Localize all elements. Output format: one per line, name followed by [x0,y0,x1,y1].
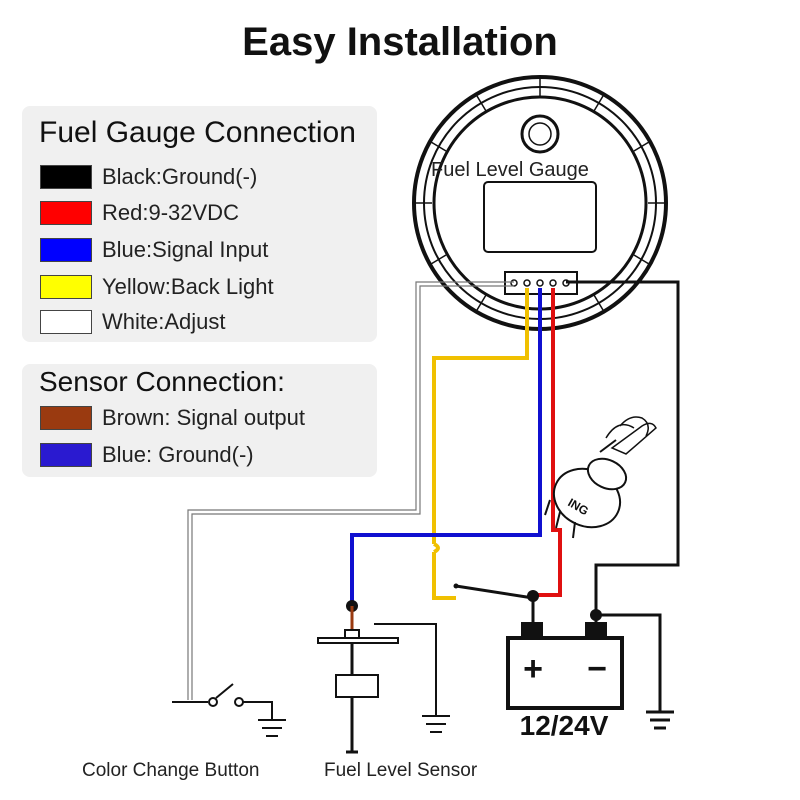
legend-item-white: White:Adjust [40,309,226,335]
legend-heading: Fuel Gauge Connection [39,116,356,149]
fuel-gauge-connection-legend: Fuel Gauge Connection Black:Ground(-) Re… [22,106,377,342]
ignition-switch: ING [453,416,657,600]
legend-item-brown: Brown: Signal output [40,405,305,431]
legend-item-red: Red:9-32VDC [40,200,239,226]
legend-label: Blue:Signal Input [102,237,269,262]
button-caption: Color Change Button [82,760,259,781]
legend-item-sensor-blue: Blue: Ground(-) [40,442,254,468]
red-power-wire [533,288,562,597]
legend-label: Red:9-32VDC [102,200,239,225]
legend-heading: Sensor Connection: [39,366,285,397]
swatch-red [40,201,92,225]
yellow-backlight-wire [432,288,529,600]
battery-ground-symbol [646,710,674,730]
white-adjust-wire [187,281,514,700]
swatch-blue [40,238,92,262]
black-ground-wire [566,280,680,615]
blue-signal-wire [350,288,542,606]
swatch-brown [40,406,92,430]
gauge-label: Fuel Level Gauge [431,159,589,181]
swatch-black [40,165,92,189]
swatch-white [40,310,92,334]
battery-minus: − [587,650,607,688]
battery-voltage-label: 12/24V [520,710,609,741]
fuel-level-sensor [317,600,450,754]
legend-label: Black:Ground(-) [102,164,258,189]
legend-item-blue: Blue:Signal Input [40,237,268,263]
legend-label: White:Adjust [102,309,226,334]
sensor-connection-legend: Sensor Connection: Brown: Signal output … [22,364,377,477]
sensor-caption: Fuel Level Sensor [324,760,478,781]
gauge-display [483,181,597,253]
legend-item-black: Black:Ground(-) [40,164,257,190]
color-change-button [172,683,286,737]
battery-plus: + [523,650,543,688]
swatch-sensor-blue [40,443,92,467]
legend-label: Brown: Signal output [102,405,306,430]
legend-item-yellow: Yellow:Back Light [40,274,274,300]
page-title: Easy Installation [242,20,558,64]
battery: + − 12/24V [506,590,662,741]
legend-label: Blue: Ground(-) [102,442,254,467]
fuel-level-gauge: Fuel Level Gauge [412,75,668,331]
legend-label: Yellow:Back Light [102,274,274,299]
swatch-yellow [40,275,92,299]
